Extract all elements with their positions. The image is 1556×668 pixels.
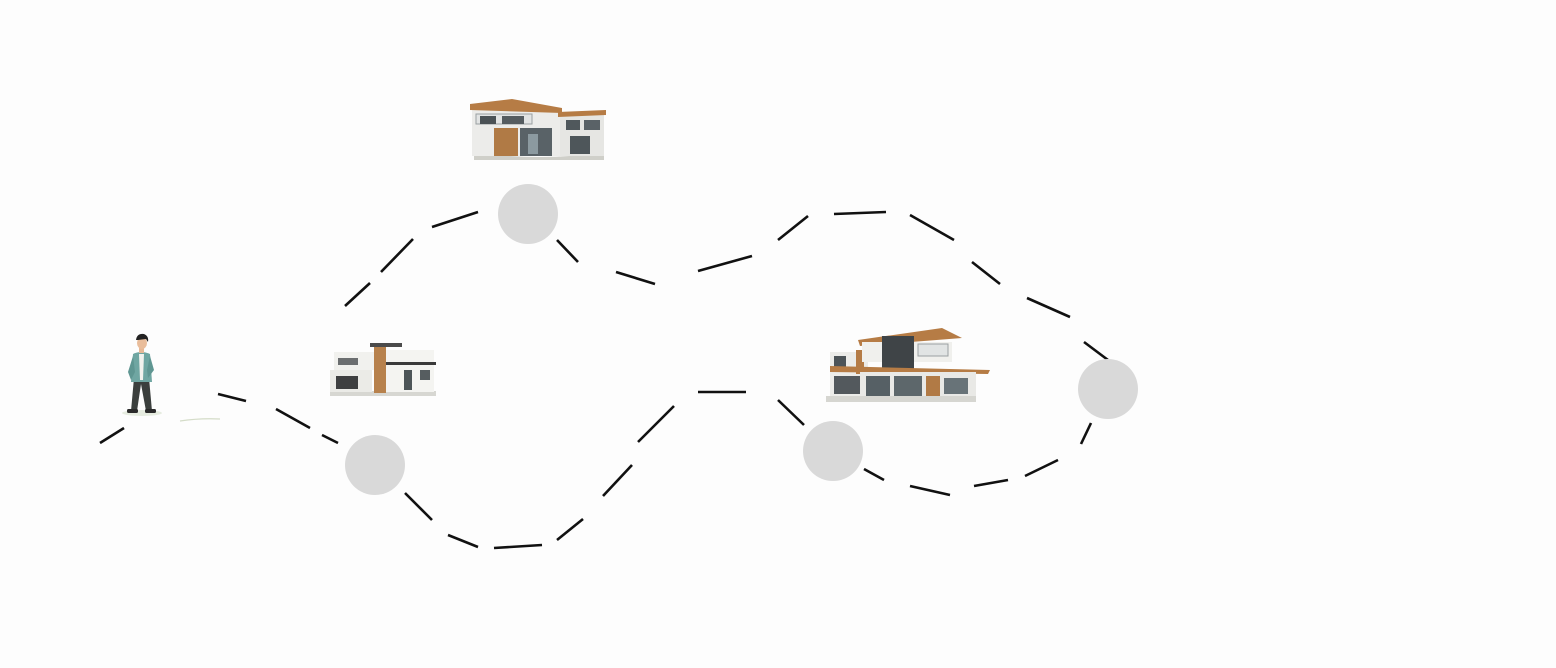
route-segment [697, 254, 753, 273]
waypoint-1[interactable] [345, 435, 405, 495]
route-segment [1083, 340, 1109, 362]
route-segment [447, 533, 479, 549]
house-top-ground [474, 152, 604, 160]
waypoint-3[interactable] [803, 421, 863, 481]
waypoint-4[interactable] [1078, 359, 1138, 419]
route-segment [321, 433, 339, 445]
house-left-garage [336, 376, 358, 389]
house-top-window-upper [480, 116, 496, 124]
figure-arm [147, 356, 154, 378]
house-top [470, 99, 606, 160]
figure-hair [136, 333, 149, 342]
house-right-glass [894, 376, 922, 396]
figure-shoe [127, 409, 138, 413]
route-segment [602, 464, 633, 497]
figure-shirt [139, 354, 144, 380]
figure-shoe [145, 409, 156, 413]
route-segment [971, 260, 1001, 286]
house-top-wing-door [570, 136, 590, 154]
route-segment [431, 210, 479, 229]
house-top-wing-window [566, 120, 580, 130]
route-segment [777, 399, 805, 426]
route-segment [556, 239, 579, 263]
route-segment [344, 282, 371, 307]
route-segment [493, 543, 543, 550]
ground-shadow [179, 418, 221, 422]
house-left-roof [386, 362, 436, 365]
house-left [330, 343, 436, 396]
house-left-lawn [330, 391, 436, 396]
route-segment [615, 270, 656, 286]
waypoints [345, 184, 1138, 495]
figure-arm [128, 356, 135, 380]
dashed-route [99, 210, 1109, 550]
house-right-balcony [917, 343, 949, 357]
house-right-window [834, 356, 846, 368]
house-right [826, 328, 990, 402]
route-segment [909, 484, 951, 497]
house-right-ground [826, 396, 976, 402]
route-segment [973, 478, 1009, 488]
route-segment [556, 517, 584, 542]
route-segment [833, 210, 887, 216]
house-right-wood-left [856, 350, 864, 374]
route-segment [275, 407, 311, 430]
route-segment [777, 214, 809, 242]
route-segment [99, 426, 125, 445]
figure-neck [139, 348, 144, 353]
route-segment [1026, 296, 1071, 319]
house-top-wing-roof [558, 110, 606, 117]
house-left-cap [370, 343, 402, 347]
house-left-glass [404, 370, 412, 390]
route-segment [637, 405, 675, 443]
house-top-wood [494, 128, 518, 156]
house-left-wood [374, 345, 386, 393]
house-top-wing-window [584, 120, 600, 130]
route-segment [909, 213, 955, 242]
house-right-wood-right [926, 376, 940, 396]
waypoint-2[interactable] [498, 184, 558, 244]
house-left-window [338, 358, 358, 365]
person-figure [122, 333, 162, 416]
house-top-window-upper [502, 116, 524, 124]
route-segment [404, 492, 433, 521]
route-segment [1024, 458, 1059, 478]
house-right-window [834, 376, 864, 394]
route-segment [217, 392, 247, 403]
house-right-glass [944, 378, 968, 394]
route-segment [863, 467, 885, 482]
route-segment [380, 238, 414, 273]
route-segment [1079, 422, 1093, 445]
house-right-dark-panel [882, 336, 914, 372]
figure-head [137, 337, 147, 349]
house-left-glass [420, 370, 430, 380]
house-right-glass [866, 376, 890, 396]
figure-legs [131, 378, 152, 411]
house-top-glass-light [528, 134, 538, 154]
house-top-roof [470, 99, 562, 113]
